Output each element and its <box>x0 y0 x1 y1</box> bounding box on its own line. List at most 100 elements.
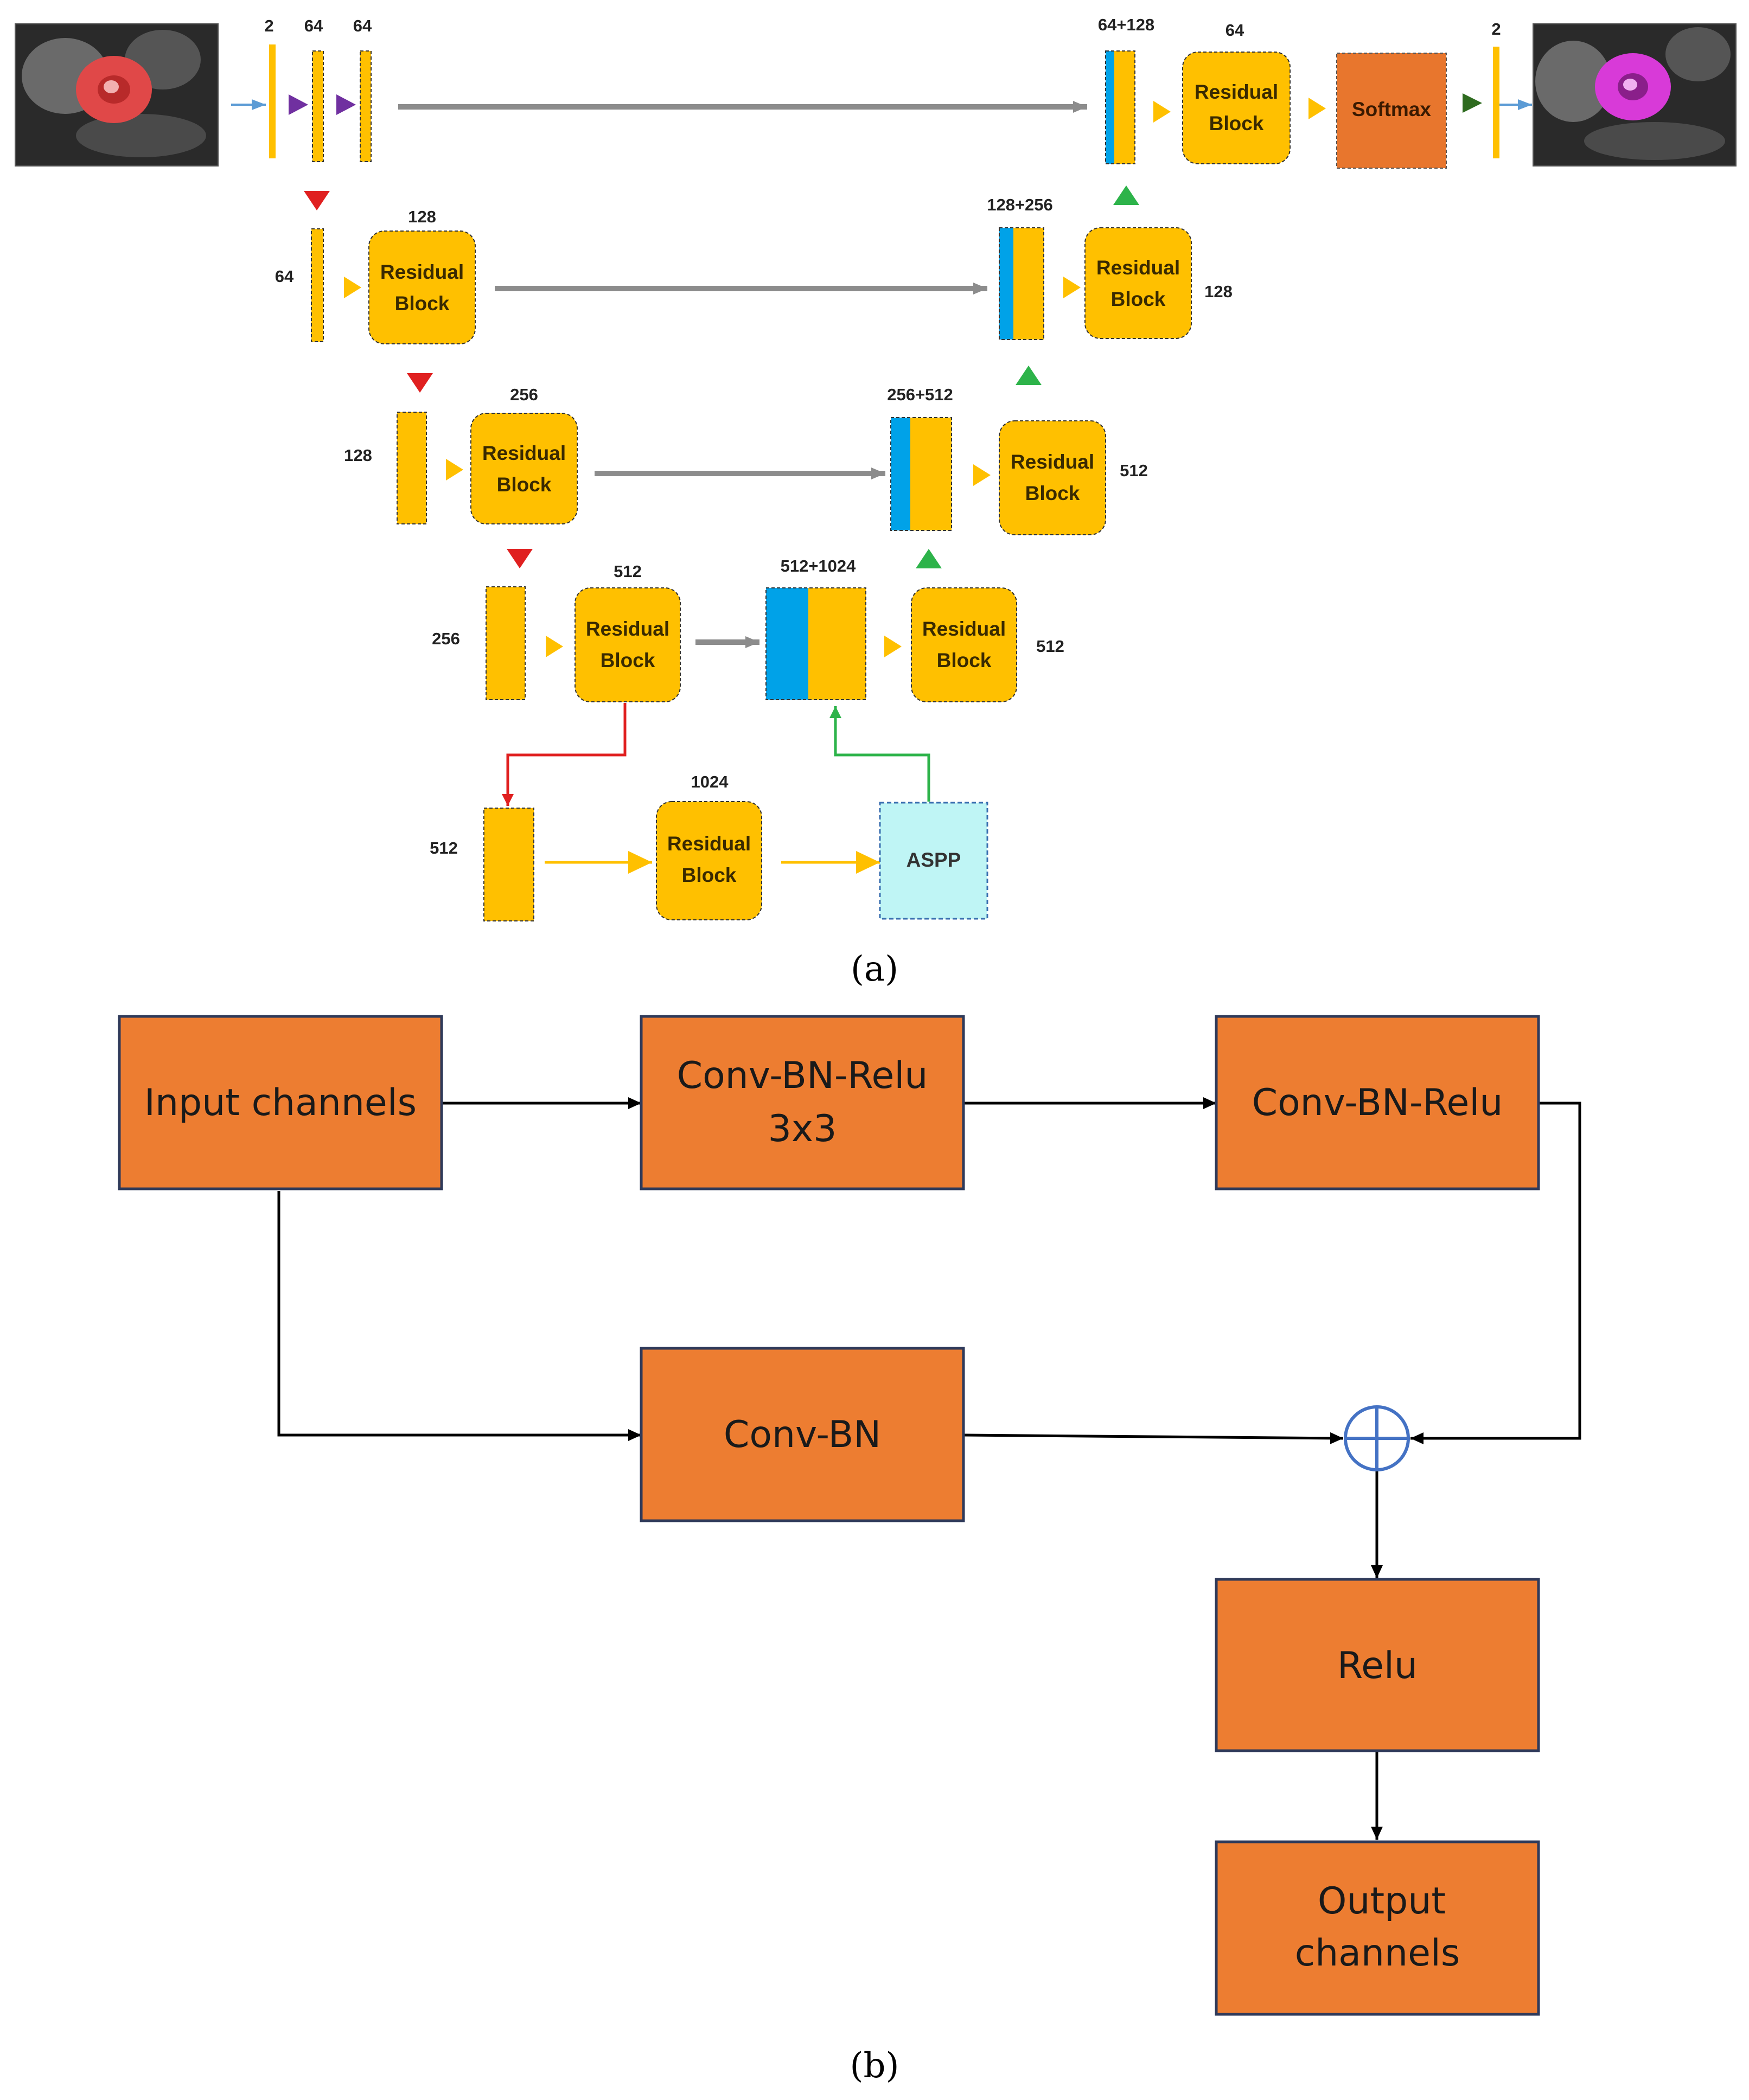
label-enc3-in: 256 <box>432 629 460 648</box>
upsample-arrow-2 <box>1016 366 1042 385</box>
flow-arrow <box>1063 277 1081 298</box>
enc1-feature-map <box>311 228 324 342</box>
rb-line1: Residual <box>667 833 751 855</box>
pool-arrow-4 <box>502 703 627 806</box>
concat-1 <box>1105 50 1135 164</box>
output-label-line2: channels <box>1295 1932 1460 1975</box>
figure-b: Input channels Conv-BN-Relu 3x3 Conv-BN-… <box>118 1015 1581 2086</box>
conv-bn-relu-box: Conv-BN-Relu <box>1215 1015 1540 1190</box>
label-enc2-out: 256 <box>510 385 538 404</box>
rb-line1: Residual <box>922 618 1006 640</box>
enc3-feature-map <box>486 586 526 700</box>
enc1-residual-block: Residual Block <box>368 231 476 344</box>
aspp-label: ASPP <box>907 849 961 871</box>
label-enc3-out: 512 <box>614 562 642 581</box>
figure-a: 2 64 64 64 Residual Block 128 128 Residu… <box>15 15 1737 989</box>
label-enc1-out: 128 <box>408 207 436 226</box>
rb-line2: Block <box>937 649 992 671</box>
label-bott-out: 1024 <box>691 772 729 791</box>
output-label-line1: Output <box>1318 1880 1446 1923</box>
rb-line2: Block <box>497 473 552 496</box>
flow-arrow <box>884 636 902 657</box>
output-flow-arrow <box>1463 93 1482 113</box>
rb-line1: Residual <box>482 442 566 464</box>
aspp-block: ASPP <box>879 802 988 920</box>
upsample-arrow-3 <box>916 549 942 568</box>
label-dec1-out: 64 <box>1225 21 1244 40</box>
conv2-label: Conv-BN-Relu <box>1252 1081 1503 1124</box>
bottleneck-residual-block: Residual Block <box>656 801 762 920</box>
softmax-label: Softmax <box>1352 98 1431 120</box>
label-out: 2 <box>1491 20 1501 39</box>
conv1-label-line1: Conv-BN-Relu <box>677 1054 928 1097</box>
upsample-arrow-4 <box>829 706 930 802</box>
label-cat2: 128+256 <box>987 195 1053 214</box>
caption-a: (a) <box>851 949 898 989</box>
conv-feature-map-2 <box>360 50 372 162</box>
conv-bn-shortcut-box: Conv-BN <box>640 1347 965 1522</box>
relu-box: Relu <box>1215 1578 1540 1752</box>
label-bott-in: 512 <box>430 838 458 857</box>
dec1-residual-block: Residual Block <box>1182 52 1291 164</box>
flow-arrow <box>546 636 563 657</box>
label-dec3-out: 512 <box>1120 461 1148 480</box>
label-dec2-out: 128 <box>1204 282 1233 301</box>
connector-shortcut-to-sum <box>963 1432 1344 1444</box>
conv-bn-relu-3x3-box: Conv-BN-Relu 3x3 <box>640 1015 965 1190</box>
conv-feature-map-1 <box>312 50 324 162</box>
input-channels-label: Input channels <box>144 1081 417 1124</box>
rb-line1: Residual <box>380 261 464 283</box>
label-cat3: 256+512 <box>887 385 953 404</box>
label-dec4-out: 512 <box>1036 637 1064 656</box>
pool-arrow-3 <box>507 549 533 568</box>
label-cat4: 512+1024 <box>781 556 857 575</box>
label-enc2-in: 128 <box>344 446 372 465</box>
bottleneck-feature-map <box>483 808 534 921</box>
label-in: 2 <box>264 16 273 35</box>
concat-3 <box>890 417 952 531</box>
rb-line1: Residual <box>1096 257 1180 279</box>
rb-line1: Residual <box>1195 81 1278 103</box>
enc3-residual-block: Residual Block <box>575 587 681 702</box>
output-mri-image <box>1533 23 1737 167</box>
rb-line2: Block <box>395 292 450 315</box>
rb-line2: Block <box>1209 112 1264 135</box>
rb-line1: Residual <box>586 618 669 640</box>
pool-arrow-1 <box>304 191 330 210</box>
connector-conv2-to-sum <box>1410 1102 1581 1444</box>
dec4-residual-block: Residual Block <box>911 587 1017 702</box>
softmax-block: Softmax <box>1336 53 1447 169</box>
rb-line1: Residual <box>1011 451 1094 473</box>
concat-2 <box>999 227 1044 340</box>
input-mri-image <box>15 23 219 167</box>
flow-arrow <box>1308 98 1326 119</box>
label-c1: 64 <box>304 16 323 35</box>
dec3-residual-block: Residual Block <box>999 420 1106 535</box>
relu-label: Relu <box>1337 1644 1418 1687</box>
rb-line2: Block <box>601 649 655 671</box>
rb-line2: Block <box>1025 482 1080 504</box>
label-c2: 64 <box>353 16 372 35</box>
upsample-arrow-1 <box>1113 185 1139 205</box>
conv-arrow <box>336 94 356 115</box>
flow-arrow <box>344 277 361 298</box>
connector-input-to-shortcut <box>277 1191 641 1441</box>
flow-arrow <box>1153 101 1171 123</box>
pool-arrow-2 <box>407 373 433 393</box>
input-channels-box: Input channels <box>118 1015 443 1190</box>
flow-arrow <box>973 464 991 486</box>
label-cat1: 64+128 <box>1098 15 1154 34</box>
label-enc1-in: 64 <box>275 267 294 286</box>
enc2-feature-map <box>397 412 427 524</box>
output-channels-box: Output channels <box>1215 1840 1540 2016</box>
flow-arrow <box>446 459 463 481</box>
conv1-label-line2: 3x3 <box>768 1107 837 1150</box>
enc2-residual-block: Residual Block <box>470 413 578 524</box>
sum-node <box>1344 1405 1410 1471</box>
shortcut-label: Conv-BN <box>724 1413 881 1456</box>
rb-line2: Block <box>682 864 737 886</box>
output-feature-map <box>1493 47 1499 158</box>
caption-b: (b) <box>850 2046 899 2086</box>
input-feature-map <box>269 44 276 158</box>
